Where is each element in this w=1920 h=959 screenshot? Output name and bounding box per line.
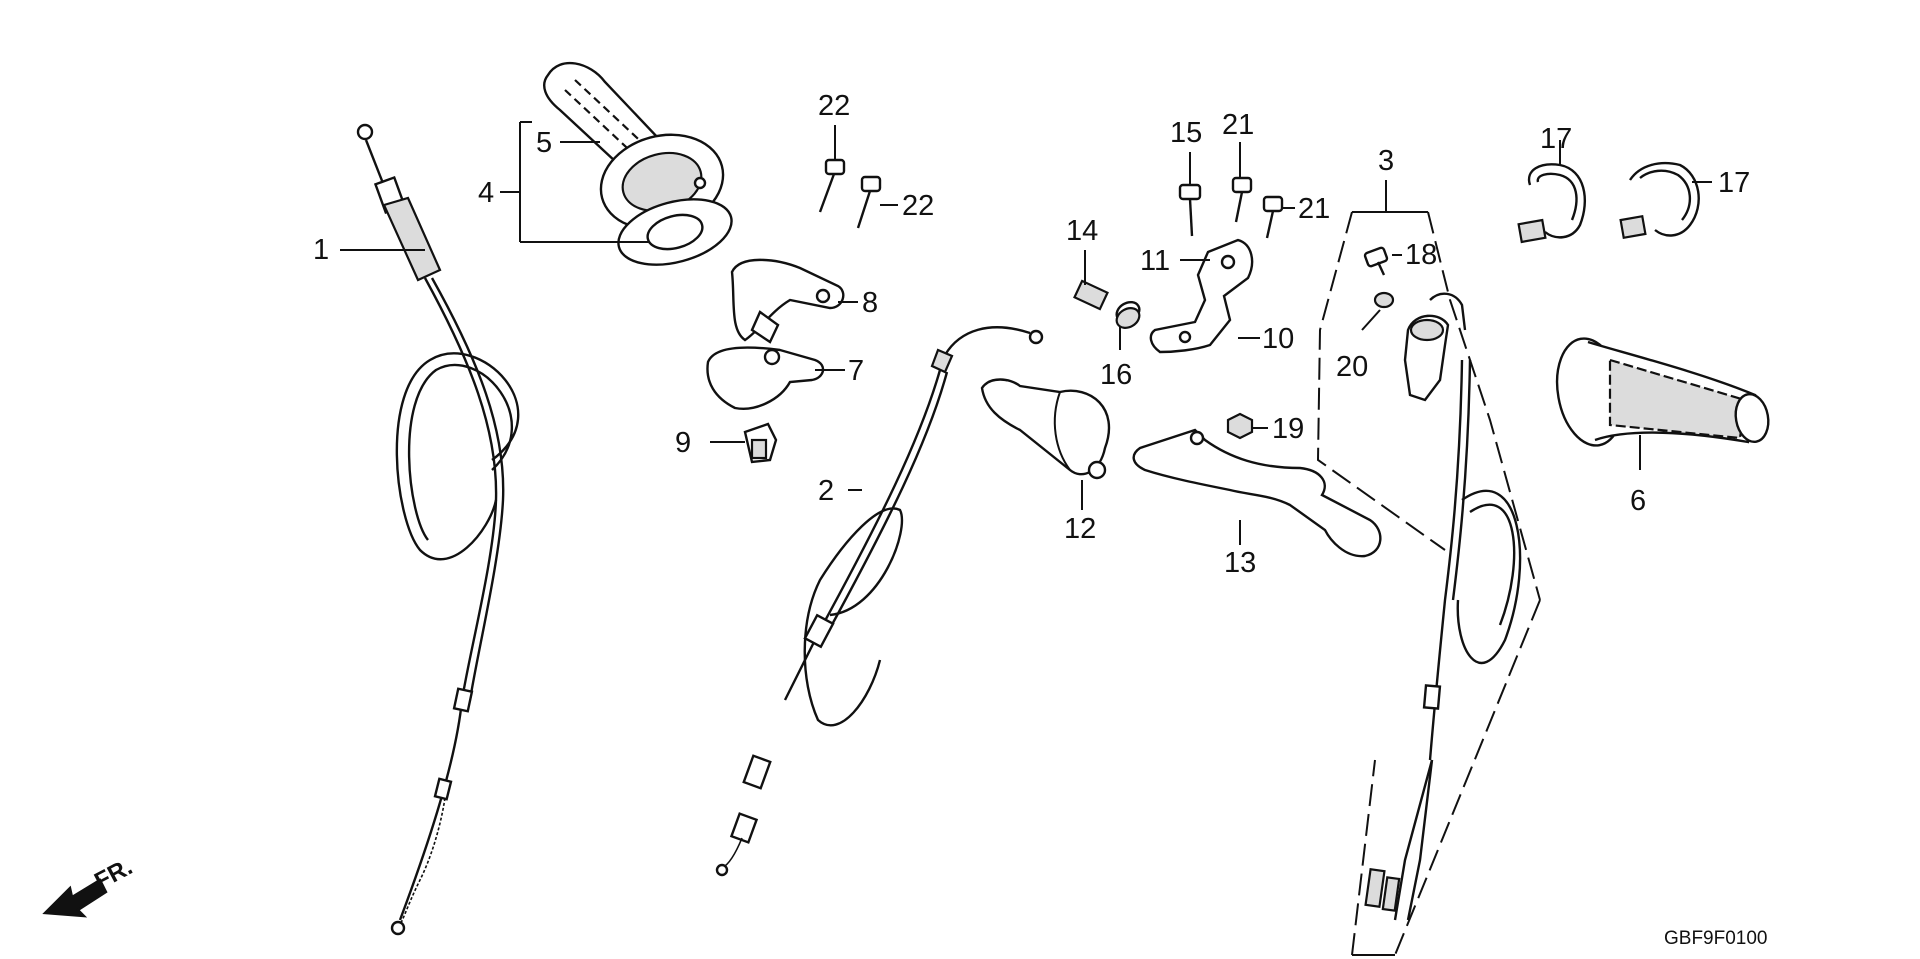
part-10-lever-bracket [1149,238,1260,354]
callout-10: 10 [1262,323,1294,355]
part-16-collar [1115,300,1141,350]
part-22-screws [818,125,898,229]
part-8-throttle-housing-upper [730,258,858,342]
callout-13: 13 [1224,547,1256,579]
callout-12: 12 [1064,513,1096,545]
diagram-code: GBF9F0100 [1664,928,1768,949]
callout-3: 3 [1378,145,1394,177]
callout-19: 19 [1272,413,1304,445]
callout-11: 11 [1140,245,1170,277]
part-6-left-grip [1555,337,1770,470]
callout-7: 7 [848,355,864,387]
part-17-grip-bands [1517,140,1712,244]
part-1-throttle-cable [340,123,520,936]
callout-18: 18 [1405,239,1437,271]
part-3-clutch-switch-assembly [1316,180,1541,956]
callout-17a: 17 [1540,123,1572,155]
callout-2: 2 [818,475,834,507]
callout-9: 9 [675,427,691,459]
part-9-cable-adjuster [710,422,778,464]
part-21-bolts [1231,142,1295,239]
part-19-nut [1226,412,1268,440]
callout-21a: 21 [1222,109,1254,141]
callout-6: 6 [1630,485,1646,517]
callout-16: 16 [1100,359,1132,391]
callout-1: 1 [313,234,329,266]
callout-20: 20 [1336,351,1368,383]
callout-22a: 22 [818,90,850,122]
callout-22b: 22 [902,190,934,222]
callout-21b: 21 [1298,193,1330,225]
callout-14: 14 [1066,215,1098,247]
callout-labels: 1 2 3 4 5 6 7 8 9 10 11 12 13 14 15 16 1… [313,90,1750,579]
callout-4: 4 [478,177,494,209]
callout-15: 15 [1170,117,1202,149]
part-14-screw [1073,250,1109,311]
part-4-throttle-grip-assembly [500,61,733,266]
callout-8: 8 [862,287,878,319]
callout-17b: 17 [1718,167,1750,199]
part-7-throttle-housing-lower [706,310,845,410]
part-13-clutch-lever [1132,428,1382,558]
part-20-washer [1361,291,1395,331]
part-15-bolt [1178,152,1202,237]
front-direction-marker: FR. [42,853,137,918]
part-18-screw [1363,246,1402,276]
part-12-lever-cover [980,378,1111,510]
part-2-clutch-cable [715,326,1044,877]
callout-5: 5 [536,127,552,159]
